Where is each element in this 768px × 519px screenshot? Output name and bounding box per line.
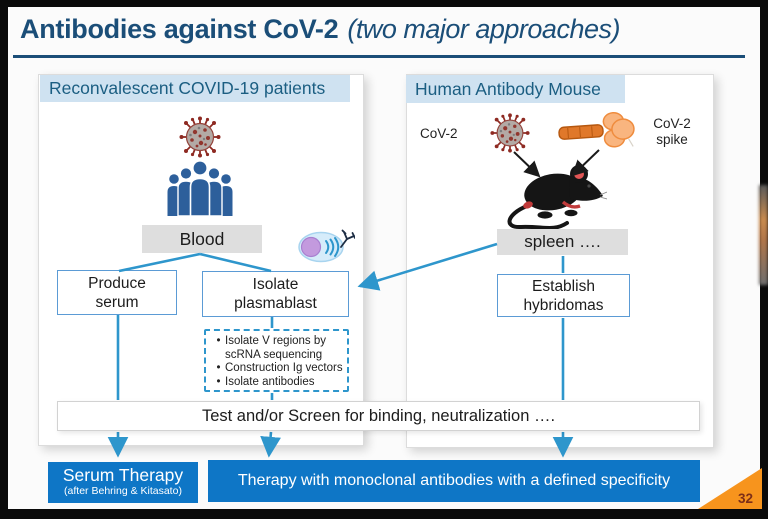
serum-therapy-subtitle: (after Behring & Kitasato): [64, 485, 182, 497]
establish-hybridomas-node: Establish hybridomas: [497, 274, 630, 317]
plasmablast-antibody-icon: [295, 226, 356, 269]
cov2-virus-label: CoV-2: [420, 126, 458, 141]
list-item: • Isolate V regions by scRNA sequencing: [212, 335, 343, 362]
slide-title: Antibodies against CoV-2 (two major appro…: [20, 14, 740, 45]
serum-therapy-node: Serum Therapy (after Behring & Kitasato): [48, 462, 198, 503]
blood-node: Blood: [142, 225, 262, 253]
list-item: • Construction Ig vectors: [212, 362, 343, 376]
coronavirus-icon: [178, 115, 222, 164]
title-underline: [13, 55, 745, 58]
slide-title-main: Antibodies against CoV-2: [20, 14, 339, 44]
mouse-icon: [503, 158, 608, 237]
bullet-icon: •: [216, 375, 221, 388]
bullet-icon: •: [216, 362, 221, 374]
patient-group-icon: [165, 160, 235, 221]
left-panel-header: Reconvalescent COVID-19 patients: [40, 75, 350, 102]
coronavirus-icon: [489, 112, 531, 159]
video-edge-artifact: [759, 185, 768, 285]
slide-title-subtitle: (two major approaches): [347, 14, 620, 44]
serum-therapy-title: Serum Therapy: [62, 465, 184, 485]
right-panel-header: Human Antibody Mouse: [406, 75, 625, 103]
plasmablast-steps-list: • Isolate V regions by scRNA sequencing …: [204, 329, 349, 392]
monoclonal-therapy-node: Therapy with monoclonal antibodies with …: [208, 460, 700, 502]
spleen-node: spleen ….: [497, 229, 628, 255]
test-screen-node: Test and/or Screen for binding, neutrali…: [57, 401, 700, 431]
isolate-plasmablast-node: Isolate plasmablast: [202, 271, 349, 317]
cov2-spike-label: CoV-2 spike: [653, 116, 691, 147]
bullet-icon: •: [216, 335, 221, 347]
page-number: 32: [737, 491, 753, 506]
list-item: • Isolate antibodies: [212, 376, 343, 390]
produce-serum-node: Produce serum: [57, 270, 177, 315]
spike-protein-icon: [556, 110, 638, 157]
